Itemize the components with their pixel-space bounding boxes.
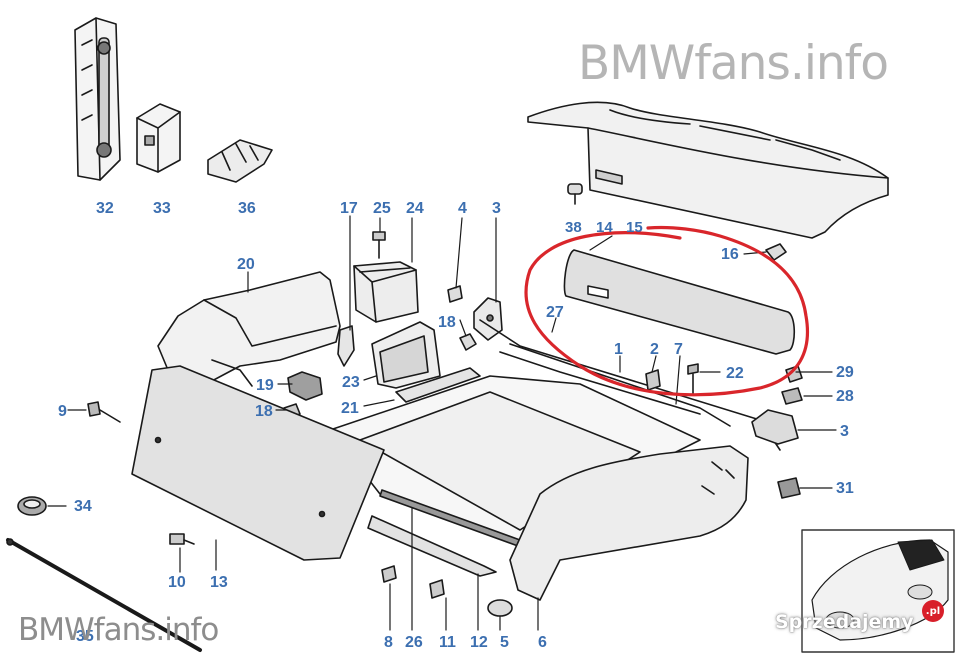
part-14-panel-drawing xyxy=(563,249,796,355)
inset-car-thumbnail xyxy=(801,529,955,653)
part-6-drawing xyxy=(509,445,749,601)
callout-34: 34 xyxy=(74,498,92,515)
callout-35: 35 xyxy=(76,628,94,645)
callout-23: 23 xyxy=(342,374,360,391)
callout-16: 16 xyxy=(721,246,739,263)
callout-6: 6 xyxy=(538,634,547,651)
part-23-drawing xyxy=(371,321,441,389)
callout-21: 21 xyxy=(341,400,359,417)
part-3b-drawing xyxy=(751,409,799,445)
callout-2: 2 xyxy=(650,341,659,358)
callout-24: 24 xyxy=(406,200,424,217)
part-2-drawing xyxy=(645,369,661,391)
parcel-shelf-drawing xyxy=(527,101,889,239)
part-24-drawing xyxy=(353,261,419,323)
part-25-drawing xyxy=(372,231,386,259)
callout-13: 13 xyxy=(210,574,228,591)
callout-19: 19 xyxy=(256,377,274,394)
part-33-drawing xyxy=(136,103,181,173)
part-35-drawing xyxy=(6,538,202,652)
highlight-ring xyxy=(524,225,810,397)
callout-22: 22 xyxy=(726,365,744,382)
watermark-badge: .pl xyxy=(922,600,944,622)
part-38-drawing xyxy=(567,183,583,205)
part-32-drawing xyxy=(74,17,121,181)
callout-17: 17 xyxy=(340,200,358,217)
callout-11: 11 xyxy=(439,634,456,651)
callout-3b: 3 xyxy=(840,423,849,440)
part-36-drawing xyxy=(207,139,273,183)
part-34-drawing xyxy=(17,496,47,516)
callout-8: 8 xyxy=(384,634,393,651)
part-28-drawing xyxy=(781,387,803,405)
callout-25: 25 xyxy=(373,200,391,217)
part-22-drawing xyxy=(687,363,699,395)
part-16-drawing xyxy=(765,243,787,261)
part-8-drawing xyxy=(381,565,397,583)
part-21-drawing xyxy=(395,367,481,403)
watermark-top: BMWfans.info xyxy=(578,36,889,91)
callout-33: 33 xyxy=(153,200,171,217)
callout-18b: 18 xyxy=(255,403,273,420)
callout-numbers: 32 33 36 17 25 24 4 3 38 14 15 16 20 18 … xyxy=(58,200,854,651)
callout-28: 28 xyxy=(836,388,854,405)
part-10-drawing xyxy=(169,533,195,545)
part-9-drawing xyxy=(87,401,121,423)
callout-12: 12 xyxy=(470,634,488,651)
part-17-drawing xyxy=(337,325,355,367)
part-19-drawing xyxy=(287,371,323,401)
callout-27: 27 xyxy=(546,304,564,321)
part-31-drawing xyxy=(777,477,801,499)
part-3a-drawing xyxy=(473,297,503,341)
callout-36: 36 xyxy=(238,200,256,217)
part-5-drawing xyxy=(487,599,513,617)
callout-9: 9 xyxy=(58,403,67,420)
part-13-panel-drawing xyxy=(131,365,385,561)
callout-5: 5 xyxy=(500,634,509,651)
part-11-drawing xyxy=(429,579,445,599)
watermark-site: Sprzedajemy xyxy=(775,611,914,633)
callout-3a: 3 xyxy=(492,200,501,217)
callout-38: 38 xyxy=(565,219,582,236)
callout-15: 15 xyxy=(626,219,643,236)
leader-lines xyxy=(47,215,837,631)
callout-1: 1 xyxy=(614,341,623,358)
callout-14: 14 xyxy=(596,219,613,236)
part-4-drawing xyxy=(447,285,463,303)
callout-7: 7 xyxy=(674,341,683,358)
callout-31: 31 xyxy=(836,480,854,497)
watermark-bottom: BMWfans.info xyxy=(18,612,219,648)
callout-20: 20 xyxy=(237,256,255,273)
callout-4: 4 xyxy=(458,200,467,217)
callout-32: 32 xyxy=(96,200,114,217)
callout-29: 29 xyxy=(836,364,854,381)
callout-26: 26 xyxy=(405,634,423,651)
callout-18a: 18 xyxy=(438,314,456,331)
part-12-drawing xyxy=(367,515,497,577)
part-18a-drawing xyxy=(459,333,477,351)
callout-10: 10 xyxy=(168,574,186,591)
